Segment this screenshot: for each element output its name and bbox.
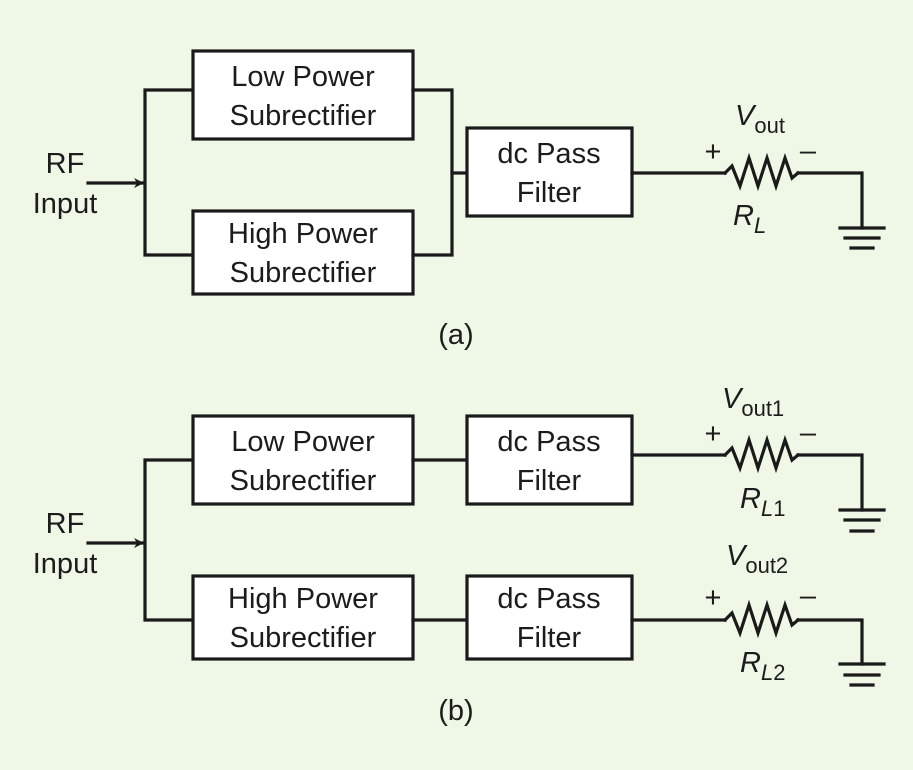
branch-high-power: High Power Subrectifier dc Pass Filter +… [191, 540, 886, 687]
dc-filter-label-line1: dc Pass [497, 138, 600, 170]
ground-icon [838, 662, 886, 687]
rf-input-label-line2: Input [33, 548, 98, 580]
branch-low-power: Low Power Subrectifier dc Pass Filter + … [191, 383, 886, 533]
minus-sign: – [800, 135, 817, 167]
output-combine-bus [411, 88, 454, 257]
low-power-subrectifier-block [191, 414, 415, 506]
vout2-subscript: out2 [745, 553, 788, 578]
rf-input-label-line1: RF [46, 508, 85, 540]
low-power-label-line1: Low Power [231, 61, 375, 93]
plus-sign: + [705, 136, 722, 168]
load-resistor-icon [722, 434, 801, 474]
high-power-subrectifier-block [191, 574, 415, 661]
vout-label: Vout [735, 100, 785, 138]
low-power-label-line1: Low Power [231, 426, 375, 458]
diagram-b: RF Input Low Power Subrectifier dc Pass … [33, 383, 886, 727]
high-power-label-line1: High Power [228, 218, 378, 250]
minus-sign: – [800, 417, 817, 449]
rl2-subscript-index: 2 [773, 660, 785, 685]
dc-pass-filter-block [465, 414, 634, 506]
rl1-label: RL1 [740, 483, 785, 521]
vout2-symbol: V [726, 540, 748, 572]
load-resistor-icon [722, 599, 801, 639]
rl2-symbol: R [740, 647, 761, 679]
vout2-label: Vout2 [726, 540, 788, 578]
rl-subscript: L [754, 213, 766, 238]
dc-pass-filter-block [465, 574, 634, 661]
rl1-subscript-l: L [761, 496, 773, 521]
vout1-symbol: V [722, 383, 744, 415]
rl2-label: RL2 [740, 647, 785, 685]
rl-symbol: R [733, 200, 754, 232]
ground-icon [838, 226, 886, 250]
rl2-subscript-l: L [761, 660, 773, 685]
load-to-ground-wire [796, 453, 864, 512]
rl1-subscript-index: 1 [773, 496, 785, 521]
dc-filter-label-line2: Filter [517, 622, 582, 654]
rl1-symbol: R [740, 483, 761, 515]
load-resistor-icon [722, 152, 801, 192]
high-power-label-line1: High Power [228, 583, 378, 615]
caption-b: (b) [438, 695, 473, 727]
dc-filter-label-line2: Filter [517, 465, 582, 497]
caption-a: (a) [438, 319, 473, 351]
dc-filter-label-line2: Filter [517, 177, 582, 209]
high-power-subrectifier-block [191, 209, 415, 296]
high-power-label-line2: Subrectifier [230, 622, 377, 654]
diagram-a: RF Input Low Power Subrectifier High Pow… [33, 49, 886, 351]
load-to-ground-wire [796, 618, 864, 666]
input-split-bus [143, 458, 195, 622]
vout1-label: Vout1 [722, 383, 784, 421]
load-to-ground-wire [796, 171, 864, 230]
vout-symbol: V [735, 100, 757, 132]
dc-pass-filter-block [465, 126, 634, 218]
rf-input-label-line1: RF [46, 148, 85, 180]
high-power-label-line2: Subrectifier [230, 257, 377, 289]
low-power-label-line2: Subrectifier [230, 465, 377, 497]
plus-sign: + [705, 582, 722, 614]
plus-sign: + [705, 418, 722, 450]
low-power-label-line2: Subrectifier [230, 100, 377, 132]
low-power-subrectifier-block [191, 49, 415, 141]
rf-input-label-line2: Input [33, 188, 98, 220]
rl-label: RL [733, 200, 766, 238]
input-split-bus [143, 88, 195, 257]
dc-filter-label-line1: dc Pass [497, 426, 600, 458]
dc-filter-label-line1: dc Pass [497, 583, 600, 615]
vout-subscript: out [754, 113, 785, 138]
vout1-subscript: out1 [741, 396, 784, 421]
ground-icon [838, 508, 886, 533]
minus-sign: – [800, 580, 817, 612]
